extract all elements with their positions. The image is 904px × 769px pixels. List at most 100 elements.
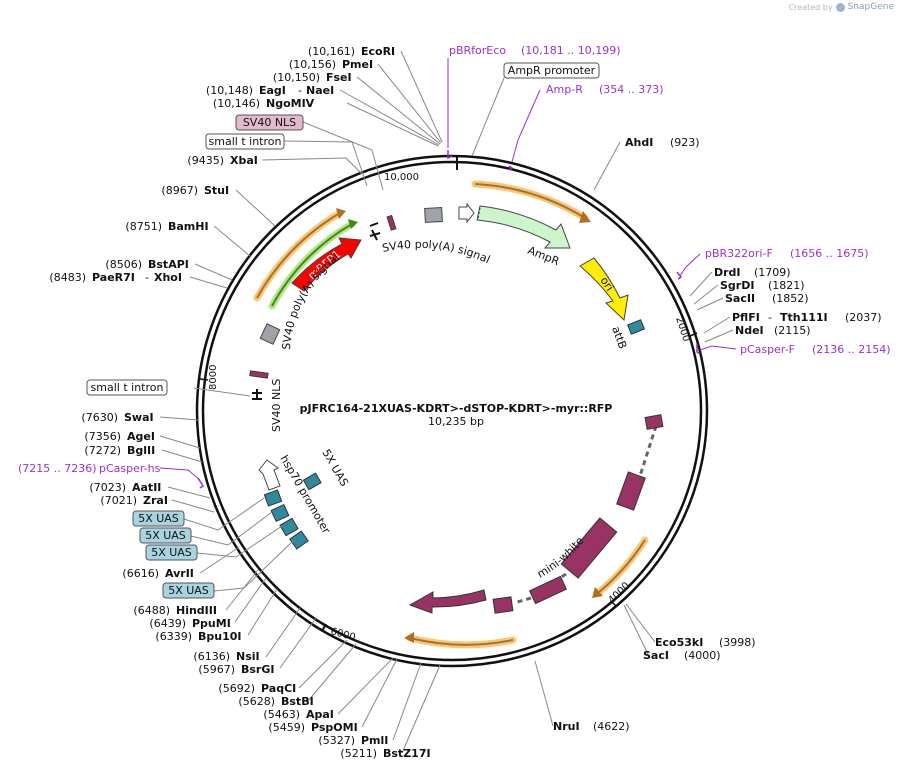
attb-label: attB	[609, 325, 629, 351]
primer-range-pbrforeco: (10,181 .. 10,199)	[521, 44, 621, 57]
leader-pbr322ori	[679, 253, 701, 277]
ampr-promoter-box[interactable]	[503, 62, 600, 79]
ampr-feature	[476, 205, 571, 249]
leader-bamhi	[213, 225, 251, 257]
primer-arrow-pcasper-f	[696, 344, 701, 355]
uas-box-label-1[interactable]	[132, 510, 185, 527]
leader-bpu10i	[247, 588, 278, 636]
leader-ahdi	[593, 141, 621, 191]
site-pos-aatii: (7023)	[89, 481, 126, 494]
uas-box-3	[279, 517, 299, 537]
leader-ngomiv	[346, 102, 439, 147]
leader-eco53ki	[625, 603, 656, 643]
site-pos-xbai: (9435)	[187, 154, 224, 167]
leader-bstz17i	[401, 664, 441, 754]
site-name-aatii: AatII	[132, 481, 161, 494]
uas-box-label-3-text: 5X UAS	[151, 546, 192, 559]
site-name-ahdi: AhdI	[625, 136, 653, 149]
small-t-intron-box-left[interactable]	[86, 379, 168, 396]
site-pos-fsei: (10,150)	[273, 71, 320, 84]
site-pos-ngomiv: (10,146)	[213, 97, 260, 110]
leader-pspomi	[361, 658, 398, 728]
ori-feature	[579, 257, 629, 322]
site-name-xhoi: XhoI	[154, 271, 182, 284]
uas-box-label-3[interactable]	[145, 544, 198, 561]
leader-ecori	[400, 50, 443, 143]
site-sep-eagi: -	[298, 84, 302, 97]
leader-bsrgi	[279, 617, 317, 669]
leader-stui	[235, 189, 276, 227]
leader-pcasper-f	[699, 345, 737, 351]
primer-leader-lines	[159, 58, 737, 481]
sv40-nls-left-label: SV40 NLS	[270, 379, 283, 432]
site-name-bstapi: BstAPI	[148, 258, 189, 271]
uas-box-label-4[interactable]	[162, 582, 215, 599]
site-name-apai: ApaI	[306, 708, 334, 721]
leader-fsei	[356, 76, 441, 145]
site-pos-bstbi: (5628)	[238, 695, 275, 708]
site-name-ndei: NdeI	[735, 324, 764, 337]
orf-arc-right-lower-line	[597, 539, 646, 594]
site-pos-eagi: (10,148)	[206, 84, 253, 97]
leader-ppumi	[234, 577, 267, 623]
small-t-intron-box-top-label: small t intron	[209, 135, 282, 148]
primer-name-pbrforeco: pBRforEco	[449, 44, 506, 57]
leader-pmei	[377, 63, 442, 144]
orf-arrow-right-lower	[592, 587, 603, 598]
site-pos-bamhi: (8751)	[125, 220, 162, 233]
tick-8000	[199, 378, 209, 381]
snapgene-credit: Created by SnapGene	[789, 2, 894, 12]
site-pos-sgrdi: (1821)	[768, 279, 805, 292]
uas-box-label-2[interactable]	[139, 527, 192, 544]
primer-name-ampr: Amp-R	[546, 83, 583, 96]
backbone-inner	[201, 160, 703, 662]
leader-saci	[623, 604, 649, 655]
leader-zrai	[171, 499, 215, 513]
site-name-agei: AgeI	[127, 430, 155, 443]
leader-small-t-intron-left	[193, 387, 251, 397]
tick-label-10000: 10,000	[384, 172, 419, 183]
site-pos-eco53ki: (3998)	[719, 636, 756, 649]
orf-arrow-left-green	[348, 219, 358, 229]
leader-pcasper-hs	[159, 467, 201, 481]
site-pos-saci: (4000)	[684, 649, 721, 662]
primer-name-pcasper-f: pCasper-F	[740, 343, 795, 356]
uas-box-label-2-text: 5X UAS	[145, 529, 186, 542]
site-name-pspomi: PspOMI	[311, 721, 358, 734]
leader-paqci	[298, 639, 348, 689]
leader-sv40-nls-box	[302, 121, 384, 191]
credit-brand: SnapGene	[847, 2, 894, 12]
sv40-nls-box[interactable]	[235, 114, 304, 131]
leader-ampr-promoter-box	[471, 77, 505, 157]
site-name-bstz17i: BstZ17I	[383, 747, 431, 760]
leader-eagi	[339, 89, 440, 146]
site-name-pmli: PmlI	[361, 734, 388, 747]
site-pos-swai: (7630)	[81, 411, 118, 424]
leader-sgrdi	[693, 284, 719, 305]
leader-agei	[159, 435, 201, 449]
site-pos-avrii: (6616)	[122, 567, 159, 580]
small-t-intron-box-top[interactable]	[205, 133, 285, 150]
sv40-polya-top-label: SV40 poly(A) signal	[381, 238, 492, 266]
primer-name-pbr322ori: pBR322ori-F	[705, 247, 773, 260]
site-name-xbai: XbaI	[230, 154, 258, 167]
sv40-polya-top-feature	[424, 207, 443, 223]
site-pos-hindiii: (6488)	[133, 604, 170, 617]
primer-range-pcasper-f: (2136 .. 2154)	[812, 343, 891, 356]
site-pos-agei: (7356)	[84, 430, 121, 443]
site-name-ppumi: PpuMI	[192, 617, 231, 630]
site-sep-paer7i: -	[145, 271, 149, 284]
leader-xbai	[261, 157, 363, 175]
tick-label-8000: 8000	[208, 365, 219, 390]
sv40-nls-top-marker	[386, 214, 397, 231]
site-pos-bglii: (7272)	[84, 444, 121, 457]
site-pos-zrai: (7021)	[100, 494, 137, 507]
mini-white-exon-1	[644, 414, 664, 430]
site-name-bamhi: BamHI	[168, 220, 209, 233]
tick-4000	[611, 601, 618, 608]
site-pos-sacii: (1852)	[772, 292, 809, 305]
orf-arc-top-right-line	[474, 183, 586, 219]
small-t-intron-left-marker	[252, 389, 262, 400]
site-name-nsii: NsiI	[236, 650, 260, 663]
